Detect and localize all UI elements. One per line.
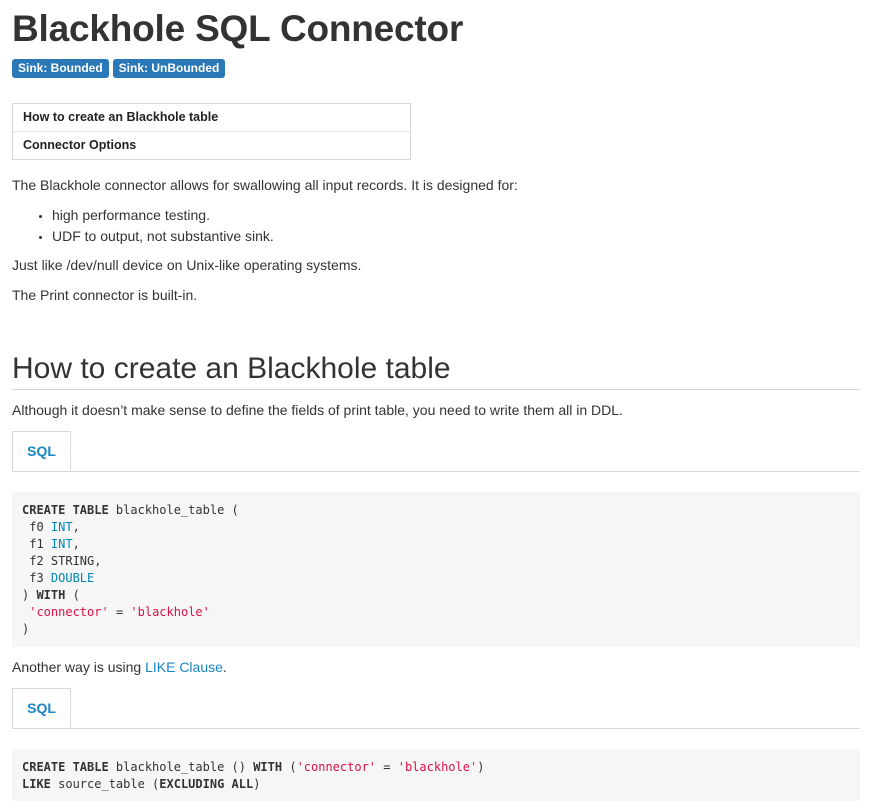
list-item: UDF to output, not substantive sink. (52, 226, 274, 247)
section-heading: How to create an Blackhole table (12, 352, 860, 390)
tab-sql[interactable]: SQL (12, 688, 71, 728)
design-list: high performance testing. UDF to output,… (12, 205, 274, 247)
badge-sink-bounded: Sink: Bounded (12, 59, 109, 78)
badges: Sink: Bounded Sink: UnBounded (12, 59, 226, 78)
list-item: high performance testing. (52, 205, 274, 226)
toc-item-create-table[interactable]: How to create an Blackhole table (23, 110, 219, 124)
intro-paragraph: The Blackhole connector allows for swall… (12, 177, 518, 193)
tab-bar-2: SQL (12, 688, 860, 729)
toc-item-connector-options[interactable]: Connector Options (13, 131, 410, 159)
table-of-contents: How to create an Blackhole table Connect… (12, 103, 411, 160)
builtin-paragraph: The Print connector is built-in. (12, 287, 198, 303)
another-way-paragraph: Another way is using LIKE Clause. (12, 659, 227, 675)
tab-sql[interactable]: SQL (12, 431, 71, 471)
like-clause-link[interactable]: LIKE Clause (145, 659, 223, 675)
tab-bar-1: SQL (12, 431, 860, 472)
page-title: Blackhole SQL Connector (12, 8, 464, 49)
unix-paragraph: Just like /dev/null device on Unix-like … (12, 257, 362, 273)
badge-sink-unbounded: Sink: UnBounded (112, 59, 226, 78)
code-block-like-clause: CREATE TABLE blackhole_table () WITH ('c… (12, 749, 860, 801)
section-description: Although it doesn’t make sense to define… (12, 402, 623, 418)
code-block-create-table: CREATE TABLE blackhole_table ( f0 INT, f… (12, 492, 860, 647)
